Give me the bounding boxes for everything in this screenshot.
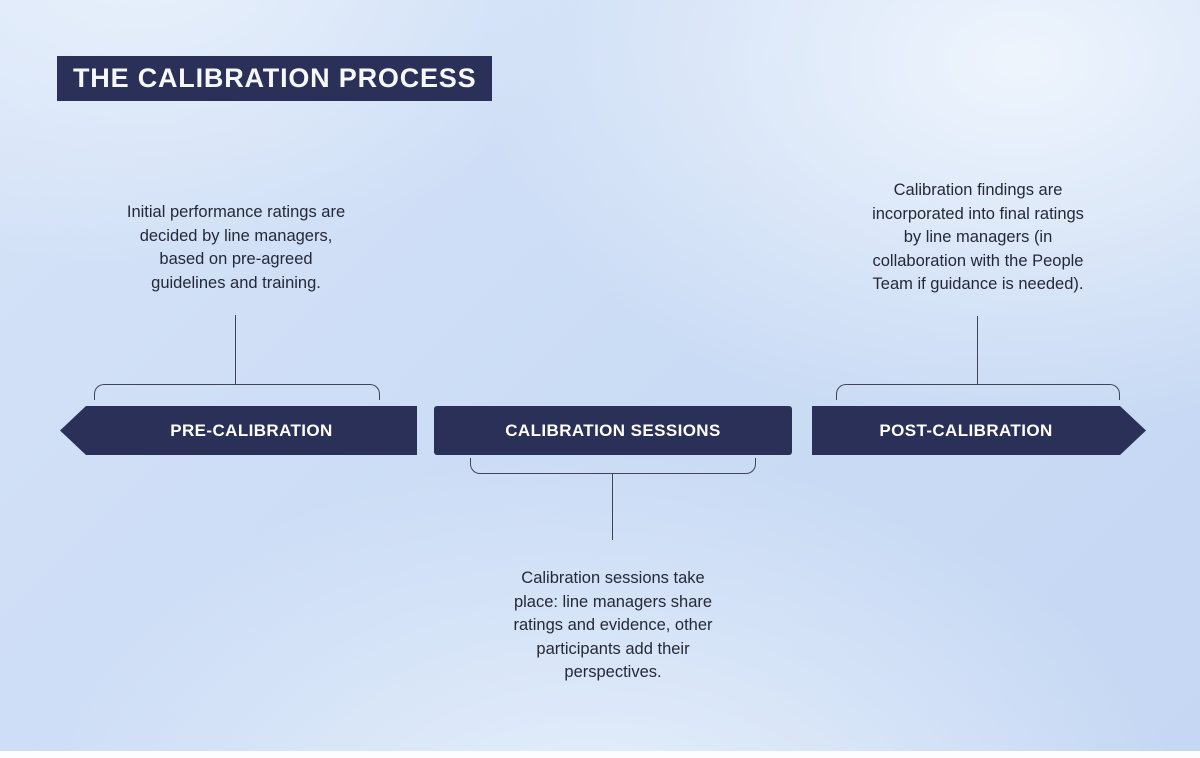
bracket-post — [836, 384, 1120, 400]
stage-banner-calibration-sessions: CALIBRATION SESSIONS — [434, 406, 792, 455]
note-calibration-sessions: Calibration sessions take place: line ma… — [513, 569, 713, 681]
stage-label-pre-calibration: PRE-CALIBRATION — [170, 420, 333, 440]
stage-banner-post-calibration: POST-CALIBRATION — [812, 406, 1146, 455]
connector-stem-post — [977, 316, 978, 384]
stage-label-post-calibration: POST-CALIBRATION — [879, 420, 1053, 440]
page-title: THE CALIBRATION PROCESS — [73, 63, 477, 93]
bracket-sessions — [470, 458, 756, 474]
title-banner: THE CALIBRATION PROCESS — [57, 56, 493, 101]
bracket-pre — [94, 384, 380, 400]
connector-stem-pre — [235, 315, 236, 384]
note-post-calibration: Calibration findings are incorporated in… — [872, 181, 1084, 293]
bottom-strip — [0, 751, 1200, 758]
stage-label-calibration-sessions: CALIBRATION SESSIONS — [505, 420, 721, 440]
stage-banner-pre-calibration: PRE-CALIBRATION — [60, 406, 417, 455]
note-pre-calibration: Initial performance ratings are decided … — [126, 203, 346, 292]
connector-stem-sessions — [612, 474, 613, 540]
